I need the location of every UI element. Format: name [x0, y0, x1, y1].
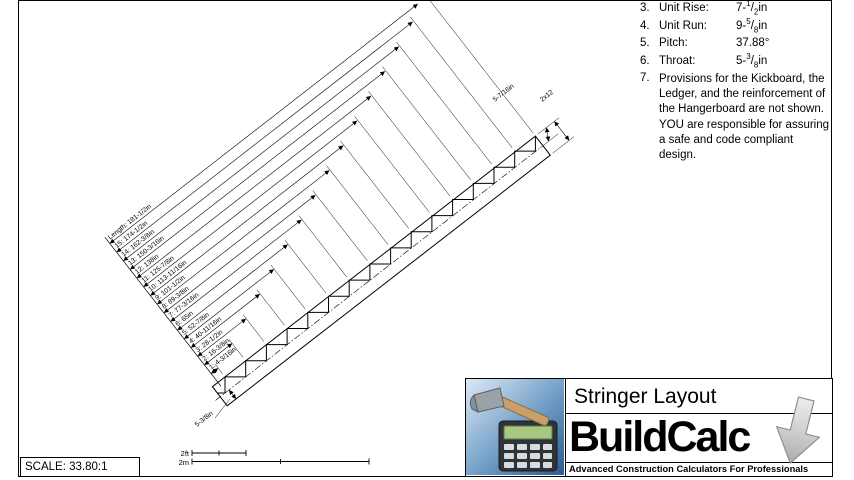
- note-item: 4. Unit Run: 9-5/8in: [640, 16, 833, 34]
- page-border: [18, 0, 832, 477]
- brand-logo: BuildCalc: [569, 414, 751, 461]
- note-number: 6.: [640, 54, 650, 67]
- note-number: 4.: [640, 19, 650, 32]
- note-label: Unit Run:: [659, 19, 707, 32]
- note-item: 3. Unit Rise: 7-1/2in: [640, 0, 833, 17]
- note-number: 3.: [640, 2, 650, 14]
- note-item: 5. Pitch: 37.88°: [640, 37, 833, 51]
- buildcalc-photo: [466, 379, 566, 476]
- note-value: 37.88°: [736, 37, 770, 49]
- note-item: 7. Provisions for the Kickboard, the Led…: [640, 72, 833, 163]
- note-label: Pitch:: [659, 37, 688, 49]
- svg-text:5-7/16in: 5-7/16in: [492, 83, 516, 104]
- svg-text:2x12: 2x12: [539, 89, 555, 104]
- note-label: Unit Rise:: [659, 2, 709, 14]
- note-text: Provisions for the Kickboard, the Ledger…: [659, 73, 830, 162]
- scale-bar-ft-label: 2ft: [181, 449, 190, 458]
- notes-panel: 3. Unit Rise: 7-1/2in 4. Unit Run: 9-5/8…: [640, 0, 833, 167]
- svg-text:5-3/8in: 5-3/8in: [194, 410, 215, 428]
- note-value: 9-5/8in: [736, 16, 768, 34]
- scale-bar-m-label: 2m: [179, 458, 189, 467]
- drawing-title: Stringer Layout: [566, 379, 832, 414]
- note-item: 6. Throat: 5-3/8in: [640, 51, 833, 69]
- scale-bar: 2ft 2m: [179, 449, 370, 467]
- note-number: 5.: [640, 37, 650, 49]
- title-block-right: Stringer Layout BuildCalc Advanced Const…: [566, 379, 832, 476]
- note-number: 7.: [640, 72, 650, 84]
- scale-text: SCALE: 33.80:1: [25, 461, 108, 473]
- scale-box: SCALE: 33.80:1: [20, 457, 140, 477]
- note-value: 7-1/2in: [736, 0, 768, 17]
- hammer-icon: [469, 387, 550, 426]
- calculator-icon: [498, 420, 558, 472]
- down-arrow-watermark: [775, 396, 821, 465]
- note-label: Throat:: [659, 54, 696, 67]
- title-block: Stringer Layout BuildCalc Advanced Const…: [465, 378, 833, 477]
- brand-tagline: Advanced Construction Calculators For Pr…: [566, 461, 832, 477]
- note-value: 5-3/8in: [736, 51, 768, 69]
